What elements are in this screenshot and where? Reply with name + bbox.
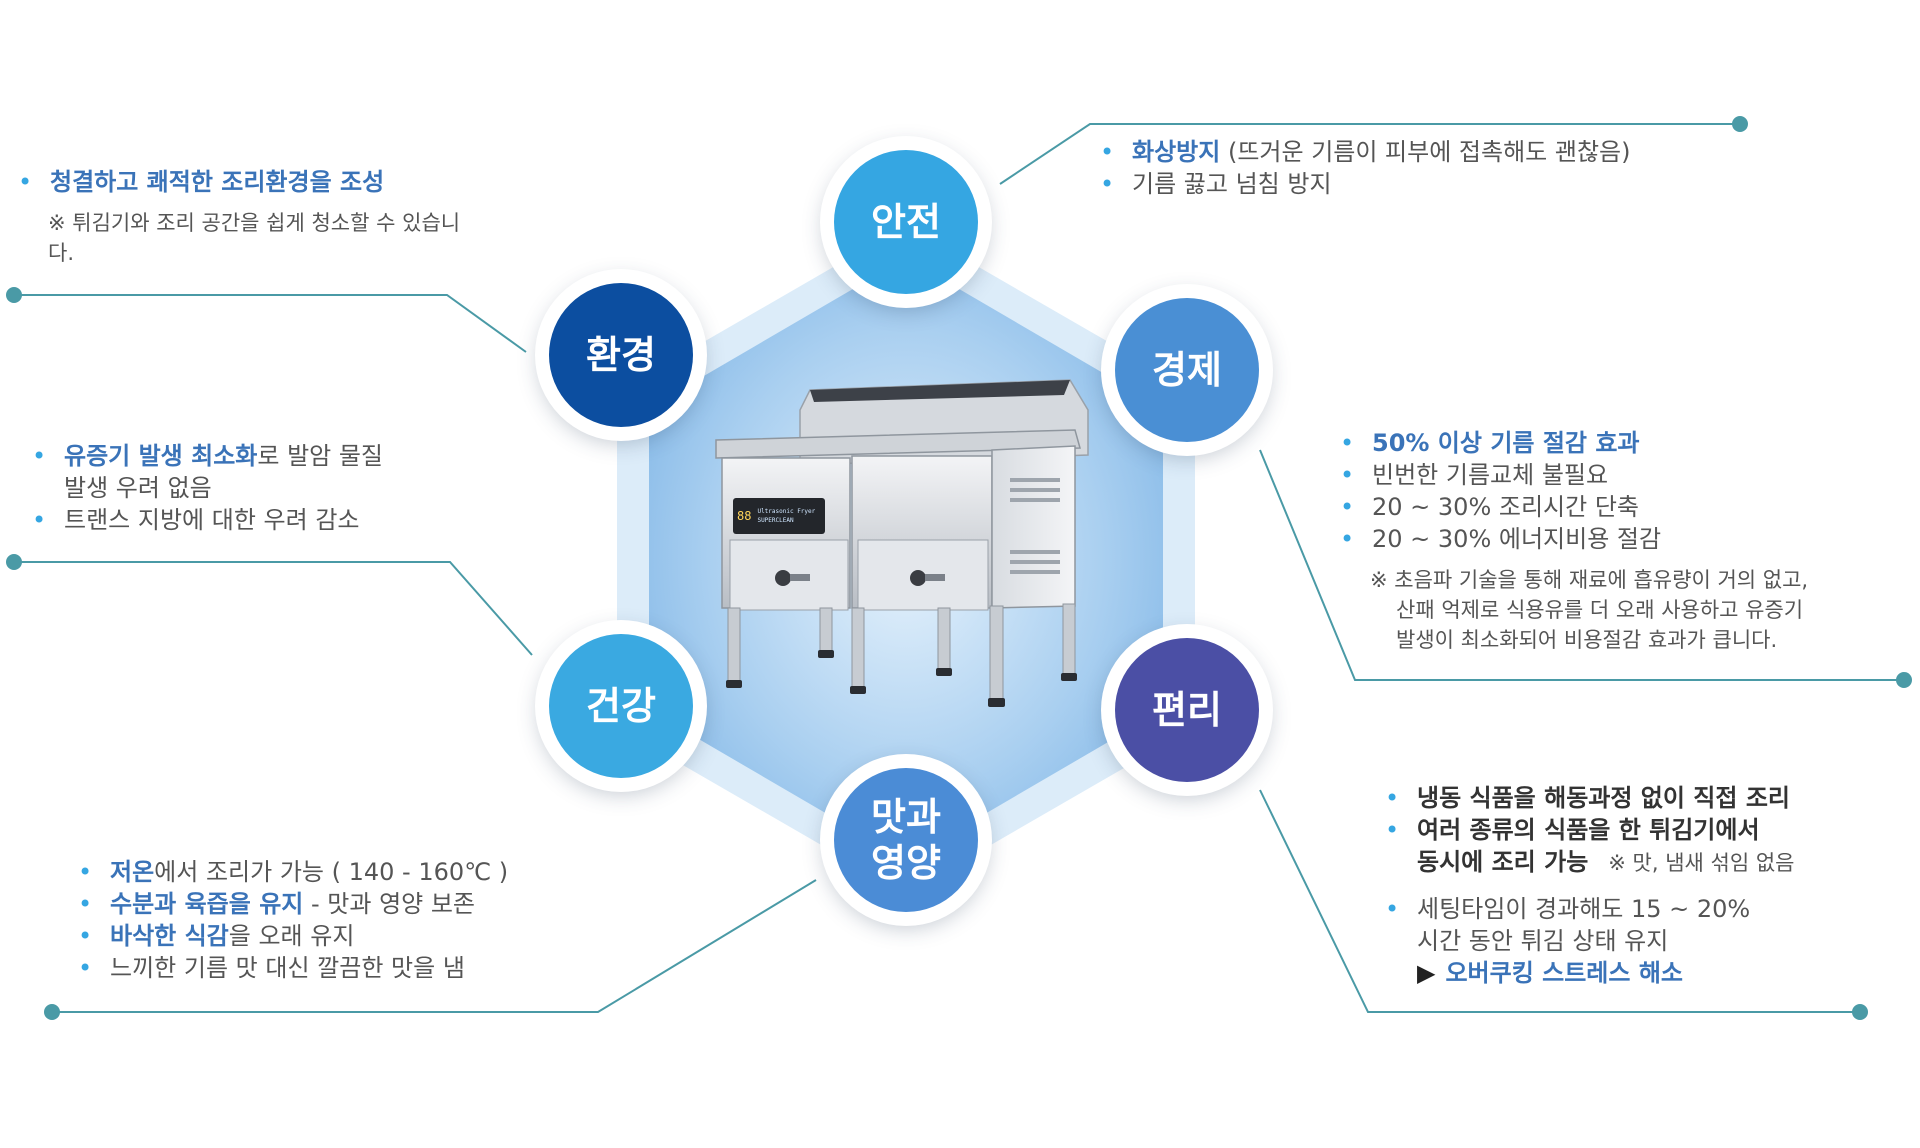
fryer-brand-line2: SUPERCLEAN xyxy=(757,517,794,524)
dot-taste xyxy=(44,1004,60,1020)
dot-economy xyxy=(1896,672,1912,688)
category-safety-label: 안전 xyxy=(871,200,941,244)
category-taste-label-line2: 영양 xyxy=(871,841,941,885)
connector-safety xyxy=(999,123,1740,185)
connector-convenience xyxy=(1259,789,1860,1013)
safety-item-1: 화상방지 (뜨거운 기름이 피부에 접촉해도 괜찮음) xyxy=(1100,136,1630,168)
category-health-label: 건강 xyxy=(586,684,656,728)
dot-safety xyxy=(1732,116,1748,132)
connector-lines xyxy=(14,123,1904,1013)
category-economy-label: 경제 xyxy=(1152,348,1222,392)
convenience-result: ▶오버쿠킹 스트레스 해소 xyxy=(1417,959,1683,987)
category-environment: 환경 xyxy=(549,283,693,427)
environment-note: ※ 튀김기와 조리 공간을 쉽게 청소할 수 있습니다. xyxy=(48,211,461,265)
fryer-control-panel-text: 88 Ultrasonic Fryer SUPERCLEAN xyxy=(737,501,823,531)
convenience-details: 냉동 식품을 해동과정 없이 직접 조리 여러 종류의 식품을 한 튀김기에서 … xyxy=(1385,782,1795,989)
play-arrow-icon: ▶ xyxy=(1417,959,1436,987)
category-economy: 경제 xyxy=(1115,298,1259,442)
taste-item-3: 바삭한 식감을 오래 유지 xyxy=(78,920,508,952)
safety-item-2: 기름 끓고 넘침 방지 xyxy=(1100,168,1630,200)
safety-details: 화상방지 (뜨거운 기름이 피부에 접촉해도 괜찮음) 기름 끓고 넘침 방지 xyxy=(1100,136,1630,200)
environment-item-1: 청결하고 쾌적한 조리환경을 조성 xyxy=(18,166,478,198)
convenience-item-2: 여러 종류의 식품을 한 튀김기에서 동시에 조리 가능※ 맛, 냄새 섞임 없… xyxy=(1385,814,1795,879)
economy-details: 50% 이상 기름 절감 효과 빈번한 기름교체 불필요 20 ~ 30% 조리… xyxy=(1340,427,1910,655)
connector-health xyxy=(14,561,533,656)
health-item-2: 트랜스 지방에 대한 우려 감소 xyxy=(32,504,383,536)
economy-item-3: 20 ~ 30% 조리시간 단축 xyxy=(1340,491,1910,523)
health-item-1: 유증기 발생 최소화로 발암 물질 발생 우려 없음 xyxy=(32,440,383,504)
connector-environment xyxy=(14,294,527,353)
category-environment-label: 환경 xyxy=(586,333,656,377)
taste-item-4: 느끼한 기름 맛 대신 깔끔한 맛을 냄 xyxy=(78,952,508,984)
convenience-item-3: 세팅타임이 경과해도 15 ~ 20% 시간 동안 튀김 상태 유지 xyxy=(1385,893,1795,957)
connector-economy xyxy=(1259,449,1904,681)
economy-note: ※ 초음파 기술을 통해 재료에 흡유량이 거의 없고, 산패 억제로 식용유를… xyxy=(1370,568,1809,652)
taste-item-1: 저온에서 조리가 가능 ( 140 - 160℃ ) xyxy=(78,856,508,888)
category-safety: 안전 xyxy=(834,150,978,294)
economy-item-2: 빈번한 기름교체 불필요 xyxy=(1340,459,1910,491)
dot-convenience xyxy=(1852,1004,1868,1020)
taste-nutrition-details: 저온에서 조리가 가능 ( 140 - 160℃ ) 수분과 육즙을 유지 - … xyxy=(78,856,508,984)
economy-item-1: 50% 이상 기름 절감 효과 xyxy=(1340,427,1910,459)
dot-environment xyxy=(6,287,22,303)
dot-health xyxy=(6,554,22,570)
fryer-illustration xyxy=(715,379,1089,707)
fryer-display: 88 xyxy=(737,508,752,523)
category-health: 건강 xyxy=(549,634,693,778)
category-taste-label-line1: 맛과 xyxy=(871,795,941,839)
category-convenience: 편리 xyxy=(1115,638,1259,782)
category-convenience-label: 편리 xyxy=(1152,688,1222,732)
connector-taste xyxy=(52,879,817,1013)
connector-dots xyxy=(6,116,1912,1020)
environment-details: 청결하고 쾌적한 조리환경을 조성 ※ 튀김기와 조리 공간을 쉽게 청소할 수… xyxy=(18,166,478,268)
category-taste-nutrition: 맛과 영양 xyxy=(834,768,978,912)
economy-item-4: 20 ~ 30% 에너지비용 절감 xyxy=(1340,523,1910,555)
fryer-brand-line1: Ultrasonic Fryer xyxy=(757,508,816,515)
taste-item-2: 수분과 육즙을 유지 - 맛과 영양 보존 xyxy=(78,888,508,920)
health-details: 유증기 발생 최소화로 발암 물질 발생 우려 없음 트랜스 지방에 대한 우려… xyxy=(32,440,383,536)
convenience-item-1: 냉동 식품을 해동과정 없이 직접 조리 xyxy=(1385,782,1795,814)
